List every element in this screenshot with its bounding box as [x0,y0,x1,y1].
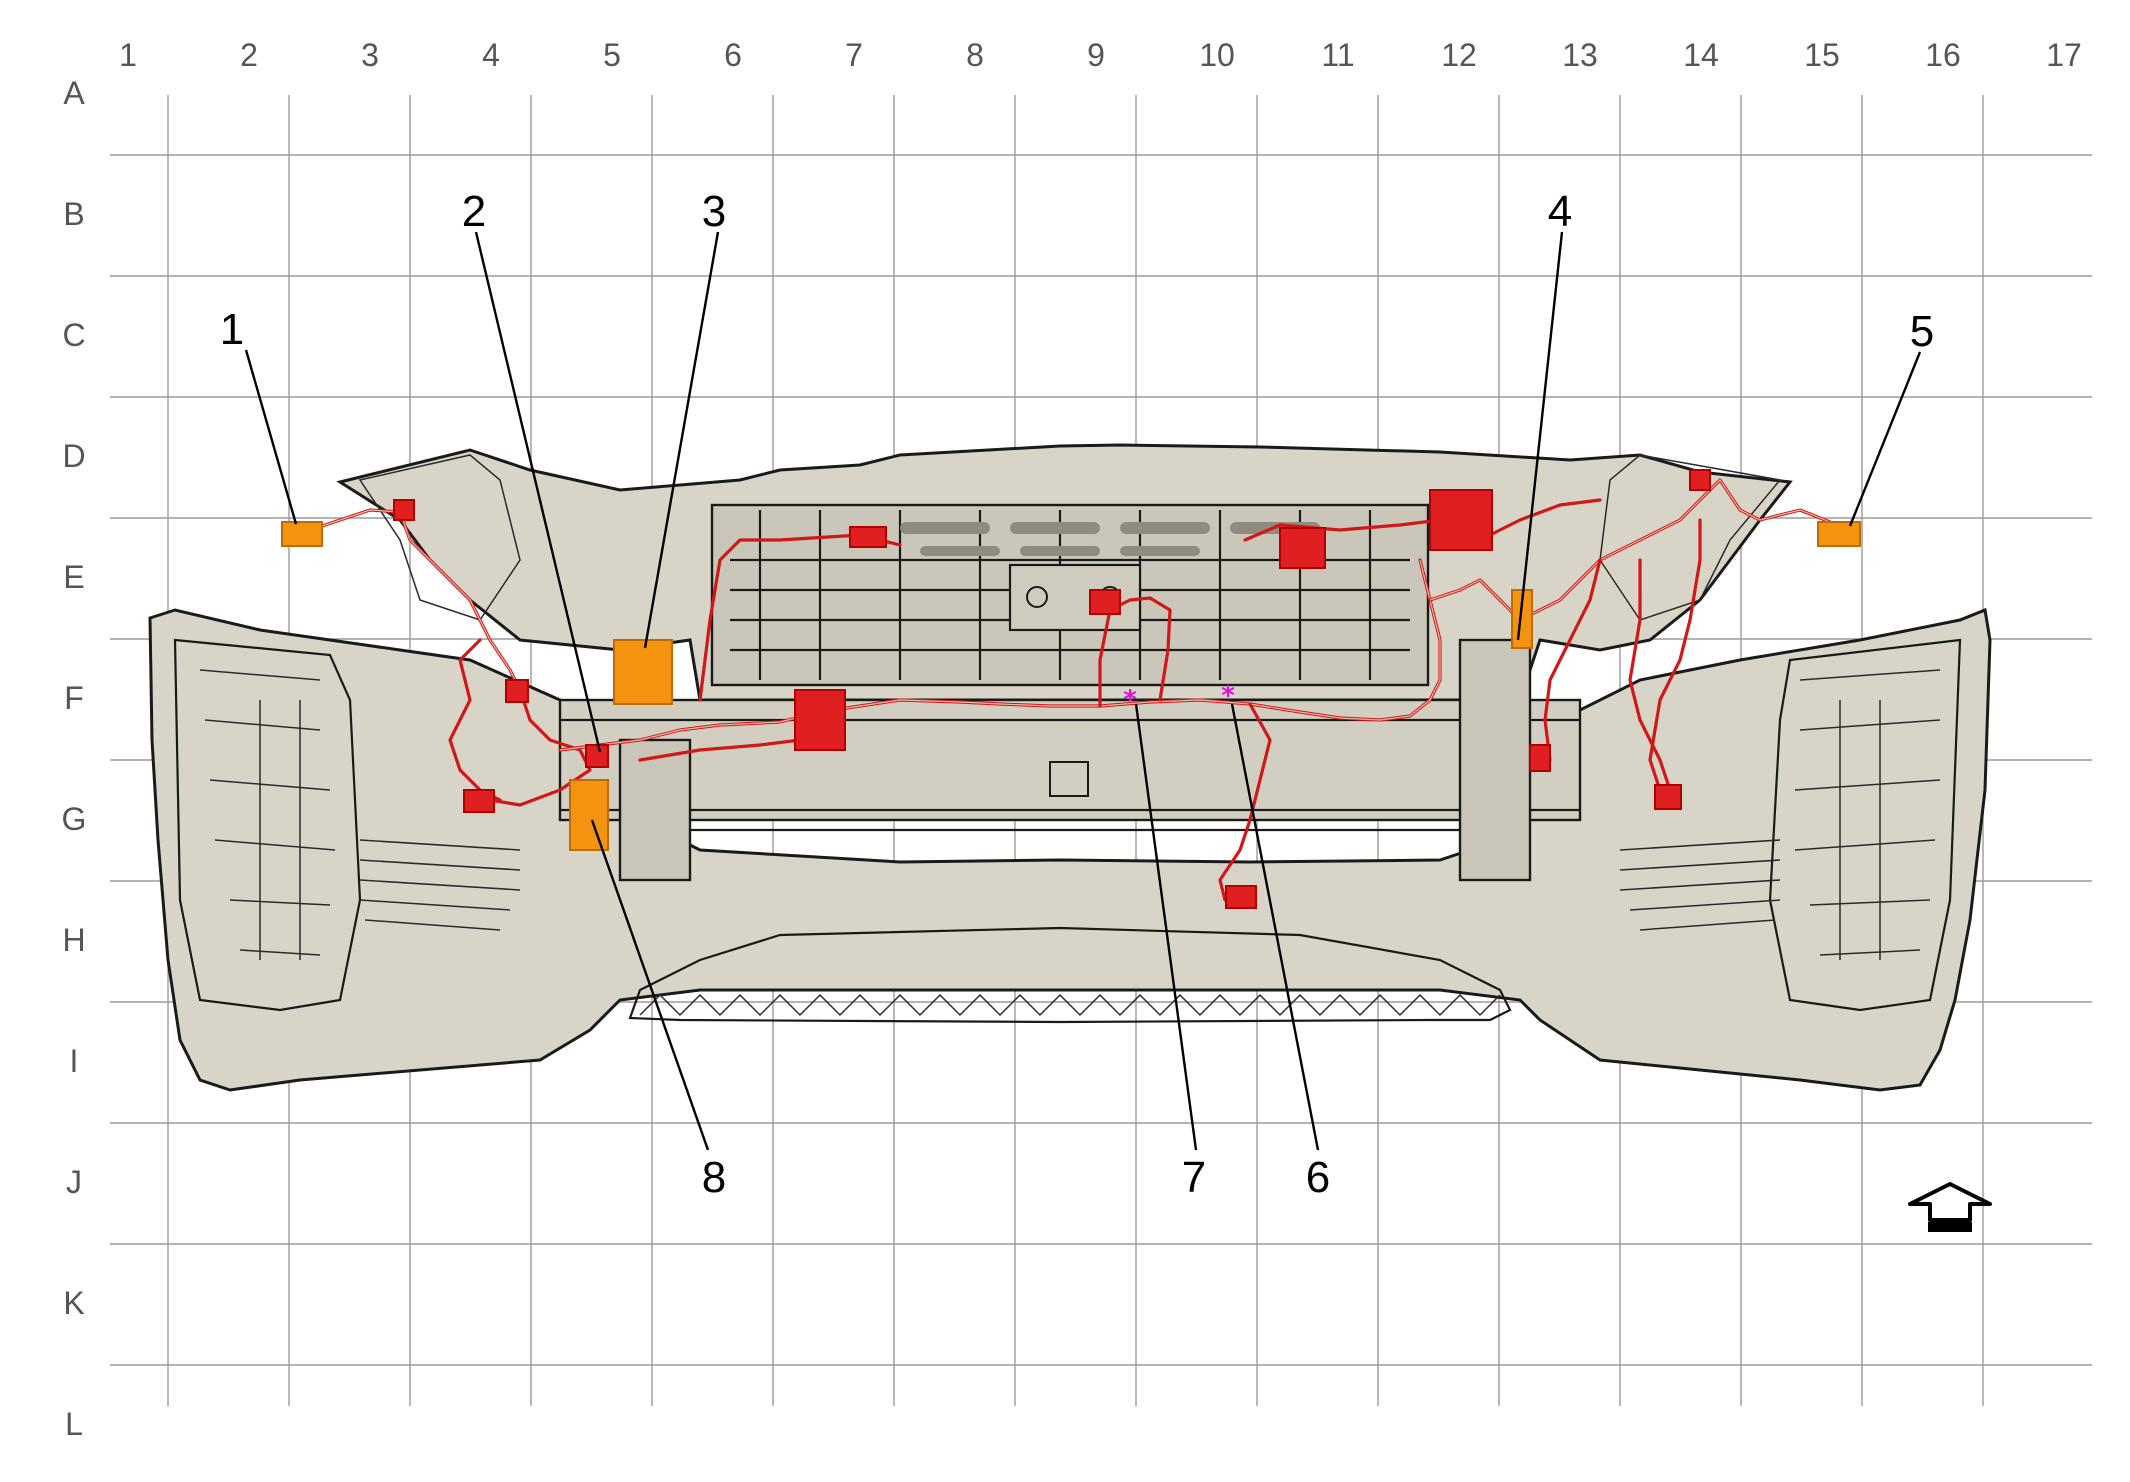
callout-6: 6 [1306,1153,1330,1202]
lower-grille-mesh [639,993,1501,1017]
harness-right-drop [1543,518,1702,792]
column-label: 13 [1562,37,1598,73]
beam-flange [560,718,1580,832]
splice-marker-6: * [1221,681,1235,711]
right-lamp-detail [1794,669,1941,960]
right-upper-bracket [1599,454,1782,621]
left-upper-bracket [358,454,521,621]
left-lamp-detail [199,669,336,960]
callout-3: 3 [702,187,726,236]
forward-arrow-icon [1908,1182,1992,1232]
connector-e13 [1511,589,1533,649]
row-label: D [62,438,85,474]
connector-e10 [1089,589,1121,615]
row-label: I [70,1043,79,1079]
column-label: 2 [240,37,258,73]
harness-lower-trunk [638,738,802,762]
bumper-assembly [148,443,1992,1092]
connector-g4 [463,789,495,813]
connector-e4 [393,499,415,521]
row-label: E [63,559,84,595]
row-label: L [65,1406,83,1442]
right-side-vent [1619,839,1781,931]
column-label: 15 [1804,37,1840,73]
column-label: 16 [1925,37,1961,73]
row-label: H [62,922,85,958]
connector-g5 [569,779,609,851]
splice-marker-7: * [1123,685,1137,715]
column-label: 12 [1441,37,1477,73]
connector-g14 [1654,784,1682,810]
connector-h10 [1225,885,1257,909]
harness-center-branch-lower [1218,702,1272,902]
connector-e8 [849,526,887,548]
row-label: G [62,801,87,837]
lower-grille [628,926,1512,1024]
connector-f4 [505,679,529,703]
column-label: 10 [1199,37,1235,73]
connector-g13 [1529,744,1551,772]
column-label: 1 [119,37,137,73]
callout-4: 4 [1548,187,1572,236]
impact-beam [558,698,1582,822]
row-label: B [63,196,84,232]
callout-7: 7 [1182,1153,1206,1202]
callout-5: 5 [1910,307,1934,356]
callout-numbers: 1 2 3 4 5 6 7 8 [220,187,1934,1202]
callout-8: 8 [702,1153,726,1202]
connector-module-f6 [613,639,673,705]
right-crash-bracket [1458,638,1532,882]
column-label: 4 [482,37,500,73]
callout-1: 1 [220,305,244,354]
column-label: 11 [1321,37,1354,73]
column-label: 17 [2046,37,2082,73]
column-label: 14 [1683,37,1719,73]
right-lamp-housing [1768,638,1962,1012]
harness-center-drop [1098,596,1172,708]
column-label: 6 [724,37,742,73]
column-label: 8 [966,37,984,73]
row-label: J [66,1164,82,1200]
beam-cutout [1049,761,1089,797]
callout-leaders [244,231,1922,1151]
left-lamp-housing [173,638,362,1012]
row-label: C [62,317,85,353]
row-label: K [63,1285,84,1321]
left-crash-bracket [618,738,692,882]
connector-f8 [794,689,846,751]
callout-2: 2 [462,187,486,236]
row-label: A [63,75,85,111]
connectors [281,469,1861,909]
column-label: 5 [603,37,621,73]
column-label: 3 [361,37,379,73]
left-side-vent [359,839,521,931]
connector-e16 [1689,469,1711,491]
connector-left-lamp [281,521,323,547]
column-label: 7 [845,37,863,73]
column-label: 9 [1087,37,1105,73]
connector-f5 [585,744,609,768]
connector-e12 [1429,489,1493,551]
connector-right-lamp [1817,521,1861,547]
connector-e11 [1279,527,1326,569]
row-label: F [64,680,84,716]
